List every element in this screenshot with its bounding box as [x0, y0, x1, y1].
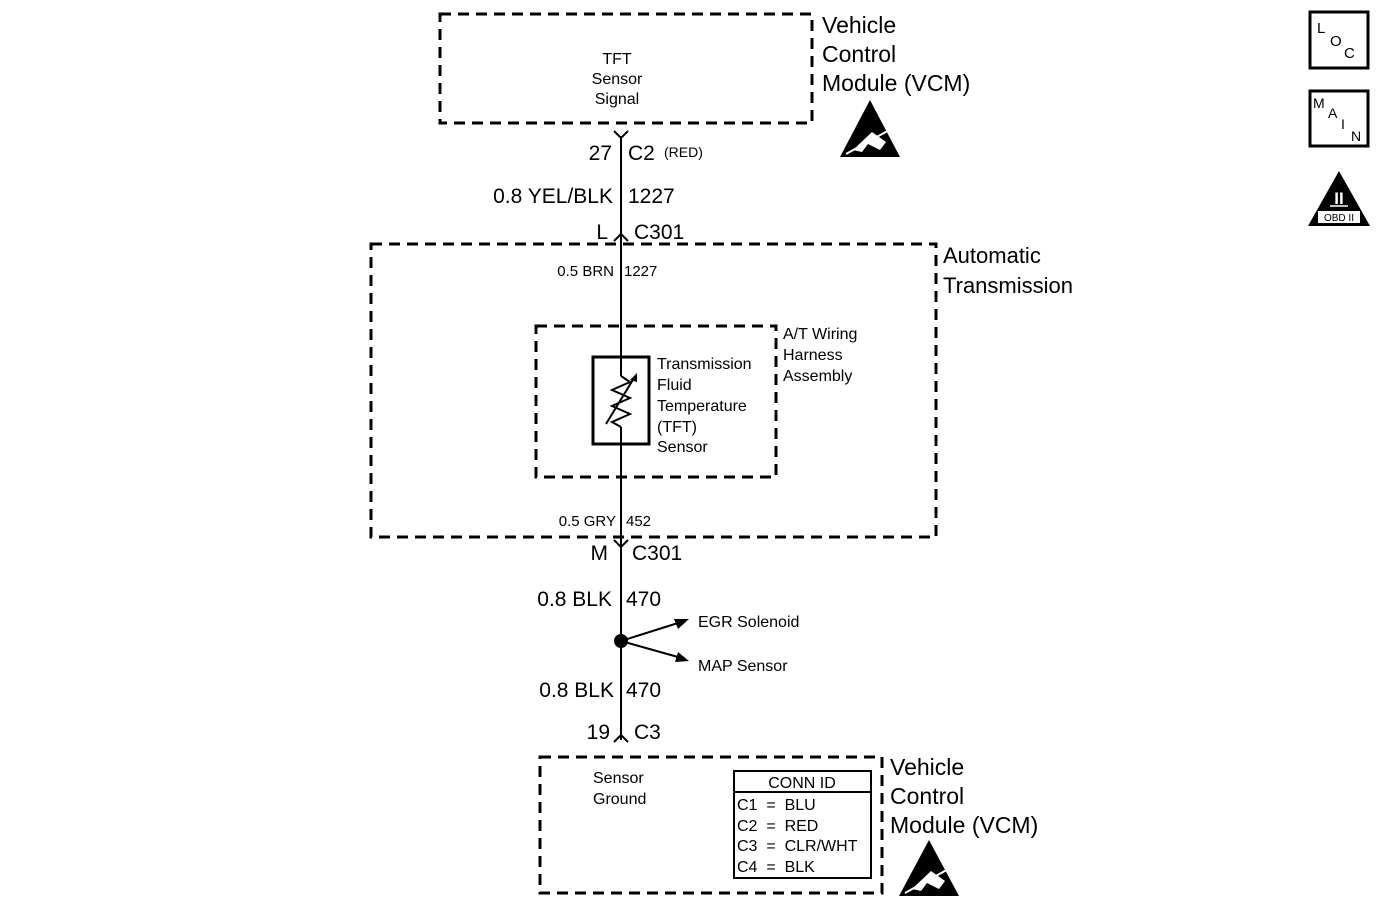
tft-signal-line-3: Signal: [595, 91, 639, 108]
harness-label-1: A/T Wiring: [783, 326, 857, 343]
conn-id-table: CONN ID C1 = BLU C2 = RED C3 = CLR/WHT C…: [733, 770, 872, 879]
sensor-ground-line-2: Ground: [593, 791, 646, 808]
connector-c2-label: C2: [628, 142, 655, 165]
connector-c301-m-symbol: [613, 539, 629, 549]
egr-solenoid-label: EGR Solenoid: [698, 614, 799, 631]
map-sensor-label: MAP Sensor: [698, 658, 788, 675]
transmission-title-2: Transmission: [943, 273, 1073, 298]
wire-470-lower-gauge: 0.8 BLK: [539, 679, 614, 702]
main-icon[interactable]: M A I N: [1308, 89, 1370, 148]
conn-id-row: C2 = RED: [737, 818, 818, 835]
pin-m-label: M: [591, 542, 609, 565]
wire-1227-upper-circuit: 1227: [628, 185, 675, 208]
tft-sensor-label-1: Transmission: [657, 356, 752, 373]
tft-sensor-label-5: Sensor: [657, 439, 708, 456]
main-letter: I: [1341, 116, 1345, 132]
vcm-bottom-title-1: Vehicle: [890, 754, 964, 780]
loc-icon[interactable]: L O C: [1308, 10, 1370, 70]
harness-label-3: Assembly: [783, 368, 852, 385]
connector-c3-symbol: [613, 733, 629, 743]
harness-label-2: Harness: [783, 347, 843, 364]
vcm-bottom-title-3: Module (VCM): [890, 812, 1038, 838]
connector-c2-color: (RED): [664, 144, 703, 160]
obd-label: OBD II: [1324, 213, 1354, 224]
vcm-top-title-3: Module (VCM): [822, 70, 970, 96]
wire-452-circuit: 452: [626, 513, 651, 530]
vcm-bottom-title-2: Control: [890, 783, 964, 809]
conn-id-title: CONN ID: [768, 775, 836, 792]
map-branch-arrow: [620, 640, 689, 662]
vcm-top-title-2: Control: [822, 41, 896, 67]
connector-c301-l-label: C301: [634, 221, 684, 244]
main-letter: A: [1328, 105, 1338, 121]
tft-sensor-label-3: Temperature: [657, 398, 747, 415]
conn-id-row: C4 = BLK: [737, 859, 815, 876]
egr-branch-arrow: [620, 619, 689, 642]
connector-c2-symbol: [613, 130, 629, 140]
connector-c301-m-label: C301: [632, 542, 682, 565]
loc-letter: O: [1330, 33, 1342, 50]
transmission-title-1: Automatic: [943, 243, 1041, 268]
vcm-bottom-box: [538, 755, 884, 895]
tft-signal-line-2: Sensor: [592, 71, 643, 88]
esd-warning-icon: [840, 100, 900, 157]
harness-box: [534, 324, 778, 479]
sensor-ground-line-1: Sensor: [593, 770, 644, 787]
main-letter: M: [1313, 95, 1325, 111]
wire-470-lower-circuit: 470: [626, 679, 661, 702]
loc-letter: C: [1344, 45, 1355, 62]
conn-id-row: C1 = BLU: [737, 797, 816, 814]
wire-1227-upper-gauge: 0.8 YEL/BLK: [493, 185, 613, 208]
tft-sensor-label-2: Fluid: [657, 377, 692, 394]
wire-1227-lower-circuit: 1227: [624, 263, 657, 280]
main-letter: N: [1351, 128, 1361, 144]
vcm-top-box: [438, 12, 814, 125]
obd-ii-icon[interactable]: II OBD II: [1308, 171, 1370, 226]
loc-letter: L: [1317, 20, 1325, 37]
esd-warning-icon: [899, 840, 959, 896]
pin-19-label: 19: [587, 721, 610, 744]
pin-27-label: 27: [589, 142, 612, 165]
wire-452-gauge: 0.5 GRY: [559, 513, 616, 530]
pin-l-label: L: [596, 221, 608, 244]
thermistor-icon: [605, 357, 637, 444]
connector-c3-label: C3: [634, 721, 661, 744]
connector-c301-l-symbol: [613, 232, 629, 242]
wire-470-upper-gauge: 0.8 BLK: [537, 588, 612, 611]
obd-symbol: II: [1334, 189, 1343, 208]
tft-signal-line-1: TFT: [602, 51, 632, 68]
conn-id-row: C3 = CLR/WHT: [737, 838, 858, 855]
wire-1227-lower-gauge: 0.5 BRN: [557, 263, 614, 280]
vcm-top-title-1: Vehicle: [822, 12, 896, 38]
transmission-box: [369, 242, 938, 539]
wire-470-upper-circuit: 470: [626, 588, 661, 611]
tft-sensor-label-4: (TFT): [657, 419, 697, 436]
